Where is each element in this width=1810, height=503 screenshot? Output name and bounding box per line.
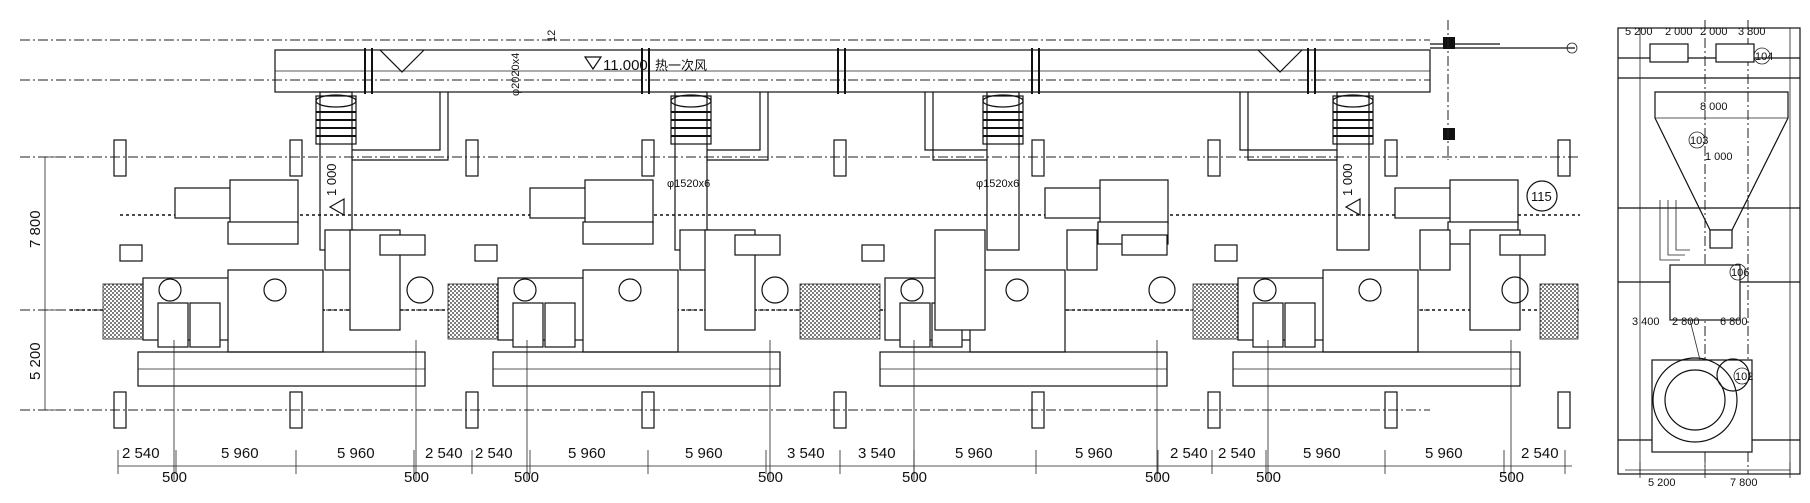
dim-top-15: 5 960 [1425,445,1463,462]
elev-dim-2000-a: 2 000 [1665,26,1693,38]
dim-top-13: 2 540 [1218,445,1256,462]
elevation-view: 5 200 2 000 2 000 3 800 104 8 000 103 1 … [1617,20,1801,489]
elev-dim-2000-b: 2 000 [1700,26,1728,38]
bubble-106-label: 106 [1731,267,1749,279]
dim-top-10: 5 960 [955,445,993,462]
dim-bottom-2: 500 [404,469,429,486]
level-marker: 11.000 [583,56,648,74]
elevation-frame [1617,27,1801,475]
dim-top-4: 2 540 [425,445,463,462]
dim-top-6: 5 960 [568,445,606,462]
dim-bottom-1: 500 [162,469,187,486]
dim-bottom-8: 500 [1499,469,1524,486]
bubble-103-label: 103 [1690,135,1708,147]
hatched-foundations [102,283,1579,340]
elev-dim-8000: 8 000 [1700,101,1728,113]
dim-top-5: 2 540 [475,445,513,462]
dim-bottom-4: 500 [758,469,783,486]
dim-top-16: 2 540 [1521,445,1559,462]
dim-bottom-6: 500 [1145,469,1170,486]
riser-dim-left: 1 000 [324,163,339,196]
elev-dim-6800: 6 800 [1720,316,1748,328]
dim-bottom-3: 500 [514,469,539,486]
bubble-103 [1688,131,1706,149]
bubble-115-label: 115 [1531,189,1552,204]
plan-view: 11.000 热一次风 φ2020x4 12 φ1520x6 φ1520x6 1… [20,20,1580,486]
vdim-5200: 5 200 [27,342,44,380]
horizontal-dimensions: 2 540 5 960 5 960 2 540 2 540 5 960 5 96… [117,340,1572,486]
vertical-dimensions: 7 800 5 200 [27,156,60,411]
vdim-7800: 7 800 [27,210,44,248]
mill-unit [119,179,1546,387]
riser-dim-right: 1 000 [1340,163,1355,196]
dim-top-11: 5 960 [1075,445,1113,462]
elev-dim-7800-bottom: 7 800 [1730,477,1758,489]
dim-top-1: 2 540 [122,445,160,462]
elev-dim-5200-bottom: 5 200 [1648,477,1676,489]
hot-primary-air-duct [274,20,1578,160]
level-mark: 11.000 [603,57,648,74]
pipe-mark-12: 12 [546,30,558,42]
bubble-106 [1729,263,1747,281]
bubble-104-label: 104 [1755,51,1773,63]
dim-bottom-7: 500 [1256,469,1281,486]
dim-top-14: 5 960 [1303,445,1341,462]
column-grid [113,139,1571,429]
elev-dim-1000: 1 000 [1705,151,1733,163]
bubble-104 [1753,47,1771,65]
dim-top-8: 3 540 [787,445,825,462]
duct-size-label: φ2020x4 [510,53,522,96]
bubble-102 [1733,367,1751,385]
dim-top-2: 5 960 [221,445,259,462]
bubble-115 [1526,180,1558,212]
dim-top-3: 5 960 [337,445,375,462]
elev-dim-2800: 2 800 [1672,316,1700,328]
arrow-marker-right [1344,197,1361,217]
elev-dim-5200-top: 5 200 [1625,26,1653,38]
branch-size-right: φ1520x6 [976,178,1019,190]
elev-dim-3800: 3 800 [1738,26,1766,38]
branch-size-left: φ1520x6 [667,178,710,190]
dim-top-7: 5 960 [685,445,723,462]
bubble-102-label: 102 [1735,371,1753,383]
riser-group [315,91,1374,251]
dim-top-9: 3 540 [858,445,896,462]
dim-bottom-5: 500 [902,469,927,486]
arrow-marker-left [328,197,345,217]
elev-dim-3400: 3 400 [1632,316,1660,328]
duct-label: 热一次风 [655,58,707,73]
dim-top-12: 2 540 [1170,445,1208,462]
